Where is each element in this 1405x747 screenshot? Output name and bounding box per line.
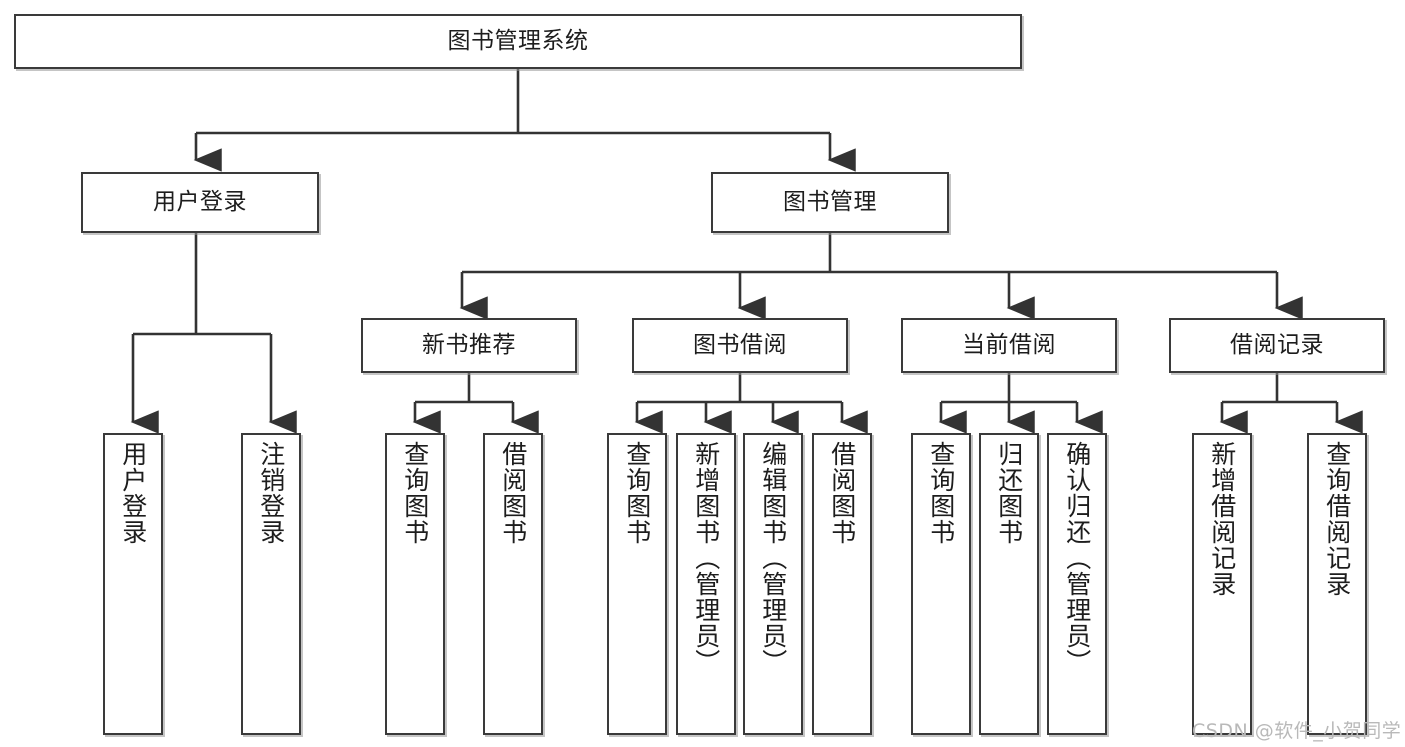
node-label: 用户登录 <box>118 441 148 545</box>
node-label: 借阅图书 <box>498 441 528 545</box>
leaf-query-book-current[interactable]: 查询图书 <box>911 433 971 735</box>
node-label: 查询图书 <box>926 441 956 545</box>
node-label: 新增图书（管理员） <box>691 441 721 675</box>
leaf-query-borrow-record[interactable]: 查询借阅记录 <box>1307 433 1367 735</box>
node-label: 用户登录 <box>153 188 247 215</box>
node-label: 借阅记录 <box>1230 331 1324 358</box>
node-label: 确认归还（管理员） <box>1062 441 1092 675</box>
leaf-return-book[interactable]: 归还图书 <box>979 433 1039 735</box>
node-book-management[interactable]: 图书管理 <box>711 172 949 233</box>
leaf-add-book-admin[interactable]: 新增图书（管理员） <box>676 433 736 735</box>
node-current-borrow[interactable]: 当前借阅 <box>901 318 1117 373</box>
node-label: 注销登录 <box>256 441 286 545</box>
node-label: 图书管理系统 <box>447 27 589 54</box>
leaf-query-book-newbook[interactable]: 查询图书 <box>385 433 445 735</box>
node-book-borrow[interactable]: 图书借阅 <box>632 318 848 373</box>
leaf-logout[interactable]: 注销登录 <box>241 433 301 735</box>
leaf-borrow-book[interactable]: 借阅图书 <box>812 433 872 735</box>
leaf-borrow-book-newbook[interactable]: 借阅图书 <box>483 433 543 735</box>
node-root-library-system[interactable]: 图书管理系统 <box>14 14 1022 69</box>
node-label: 查询图书 <box>400 441 430 545</box>
leaf-user-login[interactable]: 用户登录 <box>103 433 163 735</box>
node-label: 编辑图书（管理员） <box>758 441 788 675</box>
node-label: 当前借阅 <box>962 331 1056 358</box>
node-label: 借阅图书 <box>827 441 857 545</box>
watermark: CSDN @软件_小贺同学 <box>1192 720 1402 742</box>
node-label: 新书推荐 <box>422 331 516 358</box>
node-label: 查询图书 <box>622 441 652 545</box>
leaf-add-borrow-record[interactable]: 新增借阅记录 <box>1192 433 1252 735</box>
node-label: 图书借阅 <box>693 331 787 358</box>
node-borrow-record[interactable]: 借阅记录 <box>1169 318 1385 373</box>
leaf-confirm-return-admin[interactable]: 确认归还（管理员） <box>1047 433 1107 735</box>
leaf-edit-book-admin[interactable]: 编辑图书（管理员） <box>743 433 803 735</box>
node-label: 归还图书 <box>994 441 1024 545</box>
node-new-book-recommend[interactable]: 新书推荐 <box>361 318 577 373</box>
leaf-query-book-borrow[interactable]: 查询图书 <box>607 433 667 735</box>
node-label: 查询借阅记录 <box>1322 441 1352 597</box>
node-label: 图书管理 <box>783 188 877 215</box>
node-user-login[interactable]: 用户登录 <box>81 172 319 233</box>
node-label: 新增借阅记录 <box>1207 441 1237 597</box>
